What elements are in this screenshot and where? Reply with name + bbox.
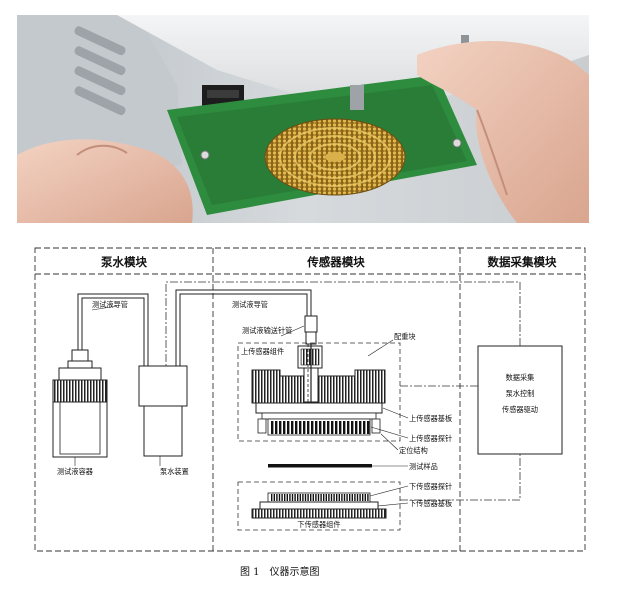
signal-lines bbox=[165, 281, 521, 501]
lower-assembly-box bbox=[237, 481, 401, 531]
needle-tube-head bbox=[304, 315, 318, 333]
instrument-schematic: 泵水模块 传感器模块 数据采集模块 测试液导管 测试液导管 测试液容器 泵水装置… bbox=[34, 247, 586, 578]
label-needle-tube: 测试液输送针管 bbox=[242, 326, 292, 335]
pump-device-top bbox=[138, 365, 188, 407]
positioning-right bbox=[371, 418, 381, 434]
guide-tube-right bbox=[175, 289, 312, 366]
module-title-pump: 泵水模块 bbox=[101, 255, 147, 269]
daq-line-1: 数据采集 bbox=[506, 373, 535, 382]
test-sample bbox=[268, 464, 372, 468]
guide-tube-left bbox=[77, 293, 149, 366]
label-upper-substrate: 上传感器基板 bbox=[409, 414, 452, 423]
test-liquid-container bbox=[52, 349, 108, 458]
label-container: 测试液容器 bbox=[57, 467, 93, 476]
label-positioning: 定位结构 bbox=[399, 446, 428, 455]
label-upper-assembly: 上传感器组件 bbox=[241, 347, 284, 356]
upper-assembly-box bbox=[237, 342, 401, 442]
diagram-frame bbox=[34, 247, 586, 552]
label-pump-device: 泵水装置 bbox=[160, 467, 189, 476]
figure-caption: 图 1 仪器示意图 bbox=[240, 565, 320, 578]
label-sample: 测试样品 bbox=[409, 462, 438, 471]
label-counterweight: 配重块 bbox=[394, 332, 416, 341]
left-hand bbox=[17, 139, 193, 223]
module-title-daq: 数据采集模块 bbox=[488, 255, 557, 269]
vent-slots bbox=[74, 26, 126, 116]
label-lower-assembly: 下传感器组件 bbox=[297, 520, 340, 529]
label-lower-probe: 下传感器探针 bbox=[409, 482, 452, 491]
daq-box bbox=[477, 345, 563, 455]
positioning-left bbox=[257, 418, 267, 434]
label-upper-probe: 上传感器探针 bbox=[409, 434, 452, 443]
daq-line-2: 泵水控制 bbox=[506, 389, 535, 398]
lower-probes bbox=[267, 492, 371, 503]
lower-substrate bbox=[259, 501, 379, 510]
right-hand bbox=[417, 41, 589, 223]
upper-probes bbox=[267, 418, 371, 436]
label-guide-tube-left: 测试液导管 bbox=[92, 300, 128, 309]
module-title-sensor: 传感器模块 bbox=[306, 255, 365, 269]
instrument-photo bbox=[17, 15, 589, 223]
label-guide-tube-right: 测试液导管 bbox=[232, 300, 268, 309]
upper-substrate bbox=[255, 402, 383, 414]
label-lower-substrate: 下传感器基板 bbox=[409, 499, 452, 508]
pump-device-body bbox=[143, 405, 183, 457]
daq-line-3: 传感器驱动 bbox=[502, 405, 538, 414]
